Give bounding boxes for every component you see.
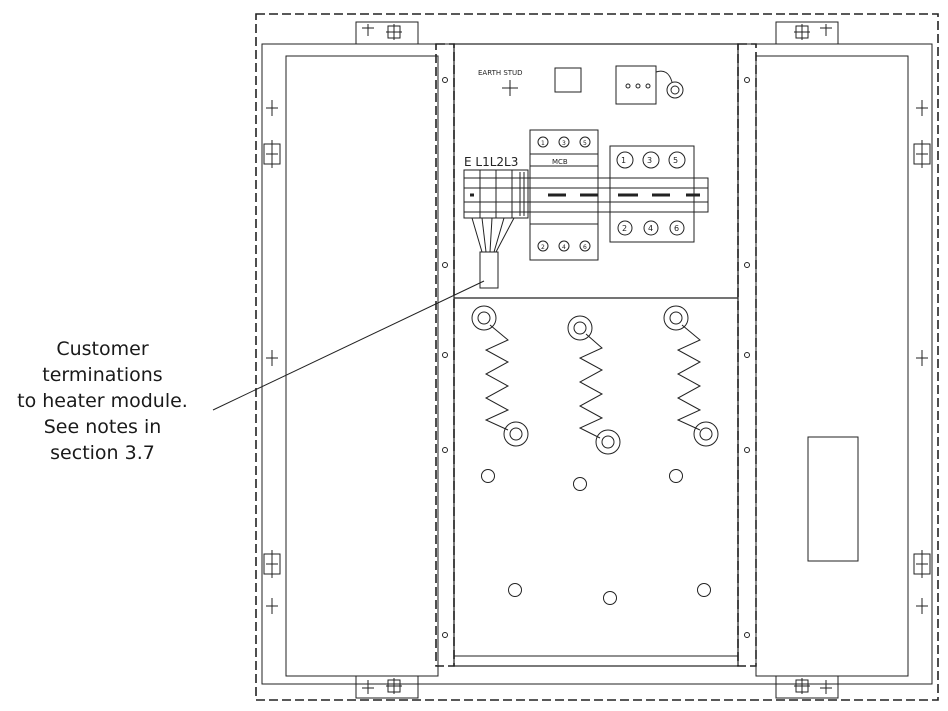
door-fixings xyxy=(266,100,928,614)
hinge-bottom-right xyxy=(775,675,839,699)
mounting-plate xyxy=(453,43,739,667)
customer-wires xyxy=(471,217,515,253)
earth-stud-symbol xyxy=(502,80,518,96)
heater-element-3 xyxy=(663,305,719,447)
mcb-label: MCB xyxy=(552,158,568,166)
callout-line-2: terminations xyxy=(42,364,163,386)
earth-stud-label: EARTH STUD xyxy=(478,69,523,77)
hinge-bottom-left xyxy=(355,675,419,699)
mcb-bottom-terminal-2: 2 xyxy=(541,244,545,251)
terminal-header-label: E L1L2L3 xyxy=(464,155,518,169)
contactor-top-terminal-5: 5 xyxy=(673,156,678,165)
hinge-top-right xyxy=(775,21,839,45)
left-door-panel xyxy=(285,55,439,677)
hinge-top-left xyxy=(355,21,419,45)
mounting-holes xyxy=(481,469,711,605)
heater-element-2 xyxy=(567,315,621,455)
side-clip-left-lower xyxy=(263,550,281,578)
enclosure-outer-dashed xyxy=(255,13,939,701)
thermostat-component xyxy=(615,65,684,105)
side-clip-right-lower xyxy=(913,550,931,578)
side-clip-right-upper xyxy=(913,140,931,168)
mcb-bottom-terminal-6: 6 xyxy=(583,244,587,251)
din-rail xyxy=(463,177,709,213)
side-clip-left-upper xyxy=(263,140,281,168)
right-rail-dashed xyxy=(737,43,757,667)
left-rail-dashed xyxy=(435,43,455,667)
enclosure-inner-frame xyxy=(261,43,933,685)
terminal-block xyxy=(463,169,529,219)
contactor-terminal-2: 2 xyxy=(622,224,627,233)
mcb-top-terminal-5: 5 xyxy=(583,140,587,147)
mcb-top-terminal-3: 3 xyxy=(562,140,566,147)
contactor-terminal-6: 6 xyxy=(674,224,679,233)
contactor-terminal-4: 4 xyxy=(648,224,653,233)
contactor-terminal-1: 1 xyxy=(621,156,626,165)
mcb-bottom-terminal-4: 4 xyxy=(562,244,566,251)
callout-line-4: See notes in xyxy=(43,416,162,438)
callout-leader-line xyxy=(212,280,485,411)
right-door-panel xyxy=(755,55,909,677)
callout-line-1: Customer xyxy=(56,338,149,360)
right-panel-cutout xyxy=(807,436,859,562)
callout-line-3: to heater module. xyxy=(17,390,188,412)
mcb-breaker xyxy=(529,129,599,261)
mcb-top-terminal-1: 1 xyxy=(541,140,545,147)
callout-line-5: section 3.7 xyxy=(50,442,155,464)
contactor-top-terminal-3: 3 xyxy=(647,156,652,165)
contactor xyxy=(609,145,695,243)
heater-element-1 xyxy=(471,305,529,447)
customer-termination-box xyxy=(479,251,499,289)
small-square-component xyxy=(554,67,582,93)
rail-screws xyxy=(442,77,750,638)
